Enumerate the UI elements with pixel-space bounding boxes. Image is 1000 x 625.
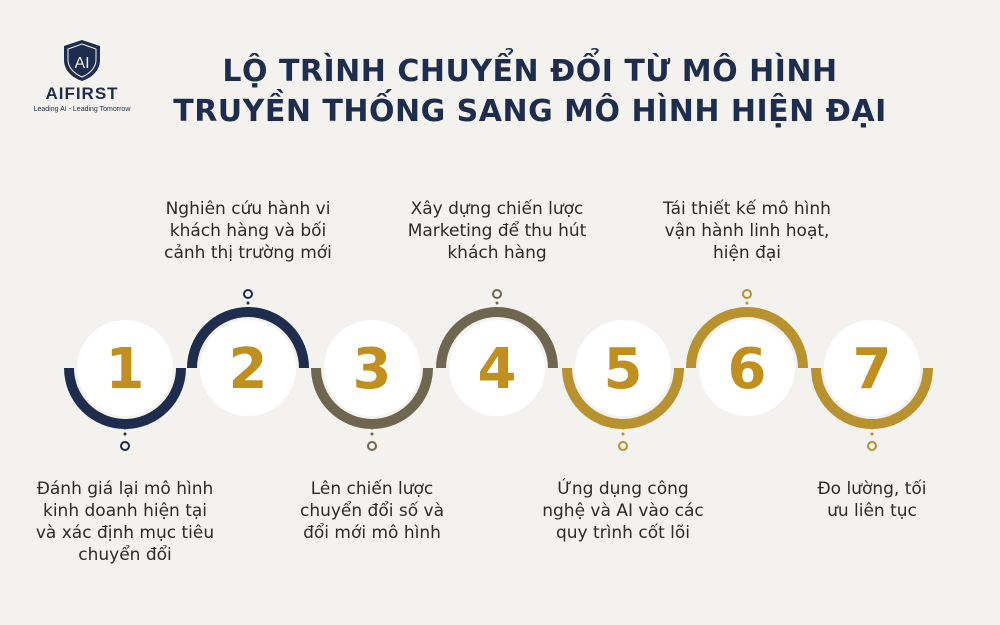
step-6-number: 6 [728, 337, 767, 402]
step-7-disc [824, 320, 920, 416]
step-4-connector [492, 289, 502, 311]
step-3-connector [367, 426, 377, 451]
step-5-connector [618, 426, 628, 451]
label-line: cảnh thị trường mới [164, 243, 332, 263]
label-line: khách hàng và bối [169, 221, 327, 241]
step-7-connector [867, 426, 877, 451]
logo-mark: AI [74, 55, 89, 72]
label-line: hiện đại [712, 243, 782, 263]
step-5-disc [575, 320, 671, 416]
label-line: Tái thiết kế mô hình [663, 199, 831, 219]
step-1-number: 1 [106, 337, 145, 402]
label-line: Marketing để thu hút [407, 221, 587, 241]
step-1-disc [77, 320, 173, 416]
step-5-number: 5 [604, 337, 643, 402]
step-2-ring [187, 307, 309, 369]
step-4-disc [449, 320, 545, 416]
label-line: và xác định mục tiêu [35, 523, 215, 543]
step-7-ring [811, 367, 933, 429]
step-7-number: 7 [853, 337, 892, 402]
step-2-number: 2 [229, 337, 268, 402]
label-line: Đánh giá lại mô hình [36, 479, 214, 499]
step-3-number: 3 [353, 337, 392, 402]
step-1-ring [64, 367, 186, 429]
label-line: chuyển đổi số và [299, 501, 445, 521]
label-line: Đo lường, tối [817, 479, 927, 499]
logo-tagline: Leading AI - Leading Tomorrow [33, 106, 131, 113]
brand-logo: AI AIFIRST Leading AI - Leading Tomorrow [22, 38, 142, 113]
label-line: chuyển đổi [78, 545, 172, 565]
step-4-number: 4 [478, 337, 517, 402]
step-5-ring [562, 367, 684, 429]
label-line: Xây dựng chiến lược [410, 199, 584, 219]
step-6-ring [686, 307, 808, 369]
label-line: nghệ và AI vào các [542, 501, 704, 521]
label-line: đổi mới mô hình [303, 523, 441, 543]
label-line: quy trình cốt lõi [555, 523, 691, 543]
shield-icon: AI [64, 40, 100, 81]
step-2-disc [200, 320, 296, 416]
step-1-connector [120, 426, 130, 451]
step-3-ring [311, 367, 433, 429]
step-3-disc [324, 320, 420, 416]
label-line: Ứng dụng công [557, 479, 689, 499]
logo-name: AIFIRST [45, 84, 119, 103]
page-title: LỘ TRÌNH CHUYỂN ĐỔI TỪ MÔ HÌNH TRUYỀN TH… [150, 52, 910, 132]
step-2-connector [243, 289, 253, 311]
step-6-connector [742, 289, 752, 311]
label-line: kinh doanh hiện tại [42, 501, 208, 521]
label-line: vận hành linh hoạt, [664, 221, 830, 241]
label-line: ưu liên tục [827, 501, 917, 521]
title-line-2: TRUYỀN THỐNG SANG MÔ HÌNH HIỆN ĐẠI [173, 94, 887, 129]
title-line-1: LỘ TRÌNH CHUYỂN ĐỔI TỪ MÔ HÌNH [222, 54, 838, 89]
label-line: Nghiên cứu hành vi [165, 199, 331, 219]
step-6-disc [699, 320, 795, 416]
step-4-ring [436, 307, 558, 369]
label-line: Lên chiến lược [310, 479, 434, 499]
label-line: khách hàng [447, 243, 547, 263]
